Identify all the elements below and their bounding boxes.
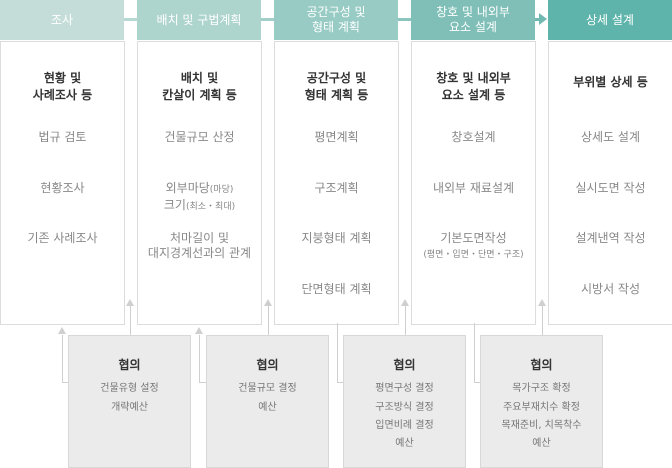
column-item-note: (평면・입면・단면・구조) <box>423 250 524 260</box>
coordination-item: 개략예산 <box>111 402 148 413</box>
stage-column-3: 공간구성 및 형태 계획 등 평면계획 구조계획 지붕형태 계획 단면형태 계획 <box>274 41 399 325</box>
column-item-main: 크기 <box>163 198 186 212</box>
connector-line <box>199 382 206 383</box>
stage-column-2: 배치 및 칸살이 계획 등 건물규모 산정 외부마당(마당) 크기(최소・최대)… <box>137 41 262 325</box>
coordination-item: 건물규모 결정 <box>238 383 297 394</box>
header-arrow-icon <box>539 13 547 25</box>
coordination-item: 입면비례 결정 <box>375 420 434 431</box>
arrow-up-icon <box>126 299 134 306</box>
column-item: 창호설계 <box>451 130 496 144</box>
column-title: 배치 및 칸살이 계획 등 <box>162 71 237 102</box>
coordination-item: 예산 <box>532 438 551 449</box>
stage-header-4: 창호 및 내외부 요소 설계 <box>411 0 535 40</box>
column-item: 기존 사례조사 <box>27 231 98 245</box>
column-title: 현황 및 사례조사 등 <box>32 71 93 102</box>
column-item: 외부마당(마당) 크기(최소・최대) <box>138 181 261 215</box>
coordination-title: 협의 <box>256 358 279 372</box>
connector-line <box>268 306 269 335</box>
coordination-box-2: 협의 건물규모 결정 예산 <box>206 335 329 468</box>
stage-header-5-label: 상세 설계 <box>586 12 634 27</box>
coordination-item: 건물유형 설정 <box>100 383 159 394</box>
arrow-up-icon <box>264 299 272 306</box>
column-item: 구조계획 <box>314 181 359 195</box>
column-title: 부위별 상세 등 <box>573 75 648 89</box>
column-title: 창호 및 내외부 요소 설계 등 <box>436 71 511 102</box>
connector-line <box>474 323 475 382</box>
column-item: 처마길이 및 대지경계선과의 관계 <box>147 231 252 260</box>
column-item: 평면계획 <box>314 130 359 144</box>
coordination-box-4: 협의 목가구조 확정 주요부재치수 확정 목재준비, 치목착수 예산 <box>480 335 603 468</box>
coordination-item: 목재준비, 치목착수 <box>501 420 582 431</box>
connector-line <box>337 323 338 382</box>
connector-line <box>199 335 200 382</box>
arrow-up-icon <box>58 327 66 334</box>
connector-line <box>405 306 406 335</box>
coordination-item: 예산 <box>395 438 414 449</box>
arrow-up-icon <box>538 299 546 306</box>
arrow-up-icon <box>195 327 203 334</box>
coordination-item: 주요부재치수 확정 <box>503 402 580 413</box>
connector-line <box>337 382 343 383</box>
arrow-up-icon <box>401 299 409 306</box>
stage-header-1-label: 조사 <box>50 12 74 27</box>
column-item-note: (마당) <box>209 185 234 195</box>
column-item: 법규 검토 <box>38 130 87 144</box>
coordination-title: 협의 <box>393 358 416 372</box>
connector-line <box>62 335 63 382</box>
header-connector-1 <box>124 18 137 21</box>
coordination-item: 구조방식 결정 <box>375 402 434 413</box>
coordination-box-3: 협의 평면구성 결정 구조방식 결정 입면비례 결정 예산 <box>343 335 466 468</box>
stage-column-1: 현황 및 사례조사 등 법규 검토 현황조사 기존 사례조사 <box>0 41 125 325</box>
coordination-title: 협의 <box>530 358 553 372</box>
header-connector-3 <box>398 18 411 21</box>
column-item: 상세도 설계 <box>580 130 640 144</box>
column-item: 시방서 작성 <box>580 282 640 296</box>
column-title: 공간구성 및 형태 계획 등 <box>304 71 369 102</box>
stage-header-2-label: 배치 및 구법계획 <box>156 12 242 27</box>
connector-line <box>62 382 68 383</box>
column-item: 현황조사 <box>40 181 85 195</box>
stage-column-4: 창호 및 내외부 요소 설계 등 창호설계 내외부 재료설계 기본도면작성 (평… <box>411 41 536 325</box>
stage-header-4-label: 창호 및 내외부 요소 설계 <box>436 5 510 34</box>
header-connector-2 <box>261 18 274 21</box>
stage-column-5: 부위별 상세 등 상세도 설계 실시도면 작성 설계낸역 작성 시방서 작성 <box>548 41 672 325</box>
column-item-main: 기본도면작성 <box>440 231 507 245</box>
header-connector-4 <box>535 18 542 21</box>
column-item: 단면형태 계획 <box>301 282 372 296</box>
column-item: 지붕형태 계획 <box>301 231 372 245</box>
connector-line <box>130 306 131 335</box>
stage-header-3-label: 공간구성 및 형태 계획 <box>306 5 366 34</box>
column-item-note: (최소・최대) <box>185 202 236 212</box>
stage-header-5: 상세 설계 <box>548 0 672 40</box>
coordination-box-1: 협의 건물유형 설정 개략예산 <box>68 335 191 468</box>
column-item: 실시도면 작성 <box>575 181 646 195</box>
coordination-item: 평면구성 결정 <box>375 383 434 394</box>
column-item-main: 외부마당 <box>165 181 210 195</box>
stage-header-3: 공간구성 및 형태 계획 <box>274 0 398 40</box>
coordination-item: 목가구조 확정 <box>512 383 571 394</box>
coordination-title: 협의 <box>118 358 141 372</box>
column-item: 내외부 재료설계 <box>432 181 515 195</box>
connector-line <box>474 382 480 383</box>
coordination-item: 예산 <box>258 402 277 413</box>
stage-header-1: 조사 <box>0 0 124 40</box>
column-item: 기본도면작성 (평면・입면・단면・구조) <box>412 231 535 263</box>
stage-header-2: 배치 및 구법계획 <box>137 0 261 40</box>
column-item: 설계낸역 작성 <box>575 231 646 245</box>
column-item: 건물규모 산정 <box>164 130 235 144</box>
connector-line <box>542 306 543 335</box>
